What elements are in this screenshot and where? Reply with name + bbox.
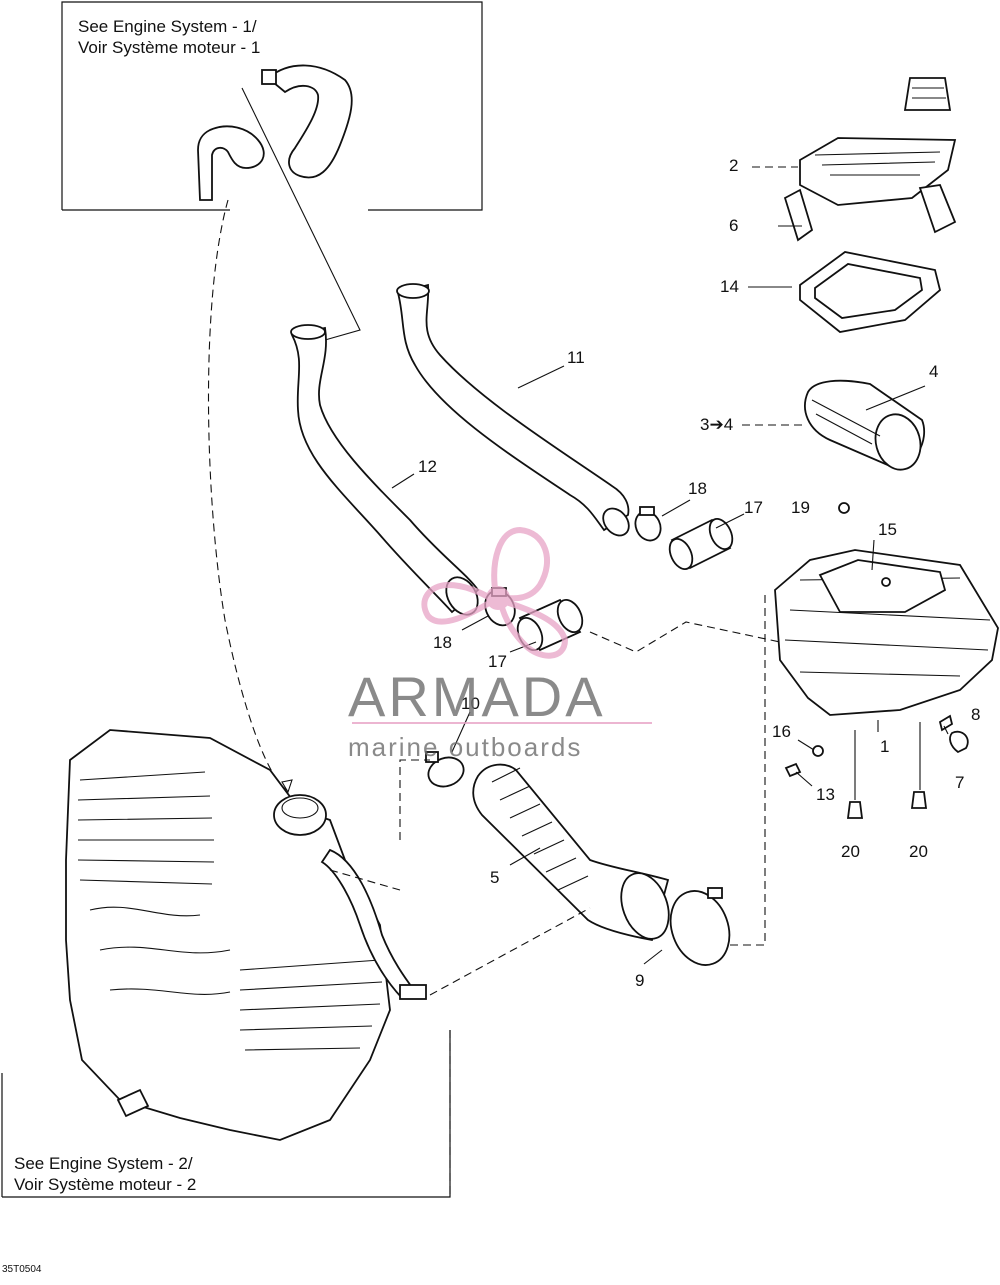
- hose-11: [396, 283, 630, 537]
- callout-2: 2: [729, 156, 739, 175]
- engine-system-1-line-2: Voir Système moteur - 1: [78, 38, 261, 57]
- breather-hoses: [197, 64, 353, 201]
- hose-12: [290, 324, 480, 616]
- callout-17-lower: 17: [488, 652, 507, 671]
- watermark-brand: ARMADA: [348, 665, 606, 728]
- cover-clip: [903, 77, 952, 111]
- callout-9: 9: [635, 971, 645, 990]
- callout-8: 8: [971, 705, 981, 724]
- callout-7: 7: [955, 773, 965, 792]
- bolt-20-left: [846, 801, 864, 819]
- callout-3-to-4: 3➔4: [700, 415, 734, 434]
- intake-boot-5: [472, 763, 670, 942]
- watermark-logo: [421, 526, 569, 659]
- gasket-14: [799, 251, 942, 333]
- airbox-1: [690, 549, 999, 946]
- document-code: 35T0504: [2, 1264, 42, 1275]
- callout-1: 1: [880, 737, 890, 756]
- engine-system-2-reference: See Engine System - 2/ Voir Système mote…: [14, 1153, 196, 1195]
- engine-system-1-frame: [61, 1, 483, 211]
- latch-6: [783, 184, 957, 242]
- clamp-18-upper: [634, 506, 662, 542]
- routing-line-engine: [207, 199, 288, 791]
- callout-4: 4: [929, 362, 939, 381]
- routing-line-airbox: [589, 621, 781, 653]
- callout-leaders: [391, 166, 949, 965]
- coupler-17-upper: [668, 517, 734, 571]
- clamp-10: [425, 751, 465, 788]
- bolt-20-right: [910, 791, 928, 809]
- callout-13: 13: [816, 785, 835, 804]
- callout-12: 12: [418, 457, 437, 476]
- callout-17-upper: 17: [744, 498, 763, 517]
- rivet-8: [938, 714, 954, 732]
- engine-system-2-line-1: See Engine System - 2/: [14, 1154, 193, 1173]
- screw-19: [838, 502, 850, 514]
- airbox-cover-2: [799, 137, 957, 206]
- callout-6: 6: [729, 216, 739, 235]
- callout-14: 14: [720, 277, 739, 296]
- callout-20-right: 20: [909, 842, 928, 861]
- engine-system-2-line-2: Voir Système moteur - 2: [14, 1175, 197, 1194]
- fasteners: [784, 714, 969, 819]
- callout-11: 11: [567, 348, 585, 367]
- callout-5: 5: [490, 868, 500, 887]
- watermark-tagline: marine outboards: [348, 732, 583, 762]
- engine-system-1-line-1: See Engine System - 1/: [78, 17, 257, 36]
- engine-system-1-reference: See Engine System - 1/ Voir Système mote…: [78, 16, 260, 58]
- breather-fitting: [261, 69, 277, 85]
- callout-18-lower: 18: [433, 633, 452, 652]
- clamp-9: [669, 887, 731, 966]
- watermark-divider: [352, 722, 652, 724]
- plug-7: [949, 730, 969, 754]
- washer-16: [812, 745, 824, 757]
- engine-assembly: [65, 729, 427, 1141]
- callout-20-left: 20: [841, 842, 860, 861]
- callout-18-upper: 18: [688, 479, 707, 498]
- filter-4: [804, 379, 925, 471]
- callout-15: 15: [878, 520, 897, 539]
- callout-16: 16: [772, 722, 791, 741]
- callout-10: 10: [461, 694, 480, 713]
- callout-19: 19: [791, 498, 810, 517]
